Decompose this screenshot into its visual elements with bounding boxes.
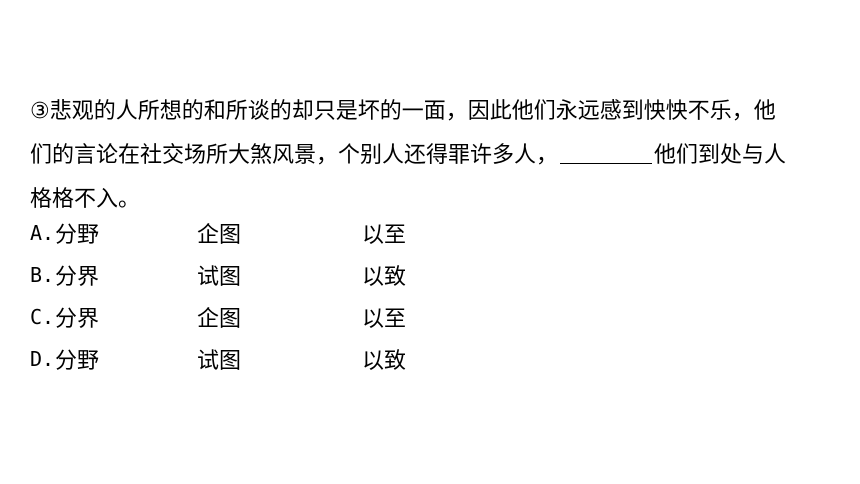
question-line-3: 格格不入。	[30, 187, 141, 212]
option-a[interactable]: A. 分野 企图 以至	[30, 212, 630, 254]
option-word-1: 分野	[55, 223, 100, 248]
option-d[interactable]: D. 分野 试图 以致	[30, 338, 630, 380]
option-word-1: 分界	[55, 265, 100, 290]
option-word-2: 试图	[197, 349, 242, 374]
option-letter: A.	[30, 221, 55, 245]
option-word-3: 以至	[362, 223, 407, 248]
answer-blank	[560, 139, 653, 164]
option-letter: D.	[30, 347, 55, 371]
option-word-3: 以致	[362, 265, 407, 290]
option-word-2: 企图	[197, 223, 242, 248]
option-b[interactable]: B. 分界 试图 以致	[30, 254, 630, 296]
option-letter: C.	[30, 305, 55, 329]
option-c[interactable]: C. 分界 企图 以至	[30, 296, 630, 338]
options-list: A. 分野 企图 以至 B. 分界 试图 以致 C. 分界 企图 以至 D. 分…	[30, 212, 630, 380]
option-word-3: 以至	[362, 307, 407, 332]
option-word-1: 分野	[55, 349, 100, 374]
option-letter: B.	[30, 263, 55, 287]
question-text: ③悲观的人所想的和所谈的却只是坏的一面，因此他们永远感到怏怏不乐，他 们的言论在…	[30, 90, 820, 222]
question-line-2-after: 他们到处与人	[654, 143, 787, 168]
option-word-1: 分界	[55, 307, 100, 332]
option-word-2: 试图	[197, 265, 242, 290]
question-line-2-before: 们的言论在社交场所大煞风景，个别人还得罪许多人，	[30, 143, 559, 168]
option-word-3: 以致	[362, 349, 407, 374]
option-word-2: 企图	[197, 307, 242, 332]
question-line-1: ③悲观的人所想的和所谈的却只是坏的一面，因此他们永远感到怏怏不乐，他	[30, 99, 776, 124]
